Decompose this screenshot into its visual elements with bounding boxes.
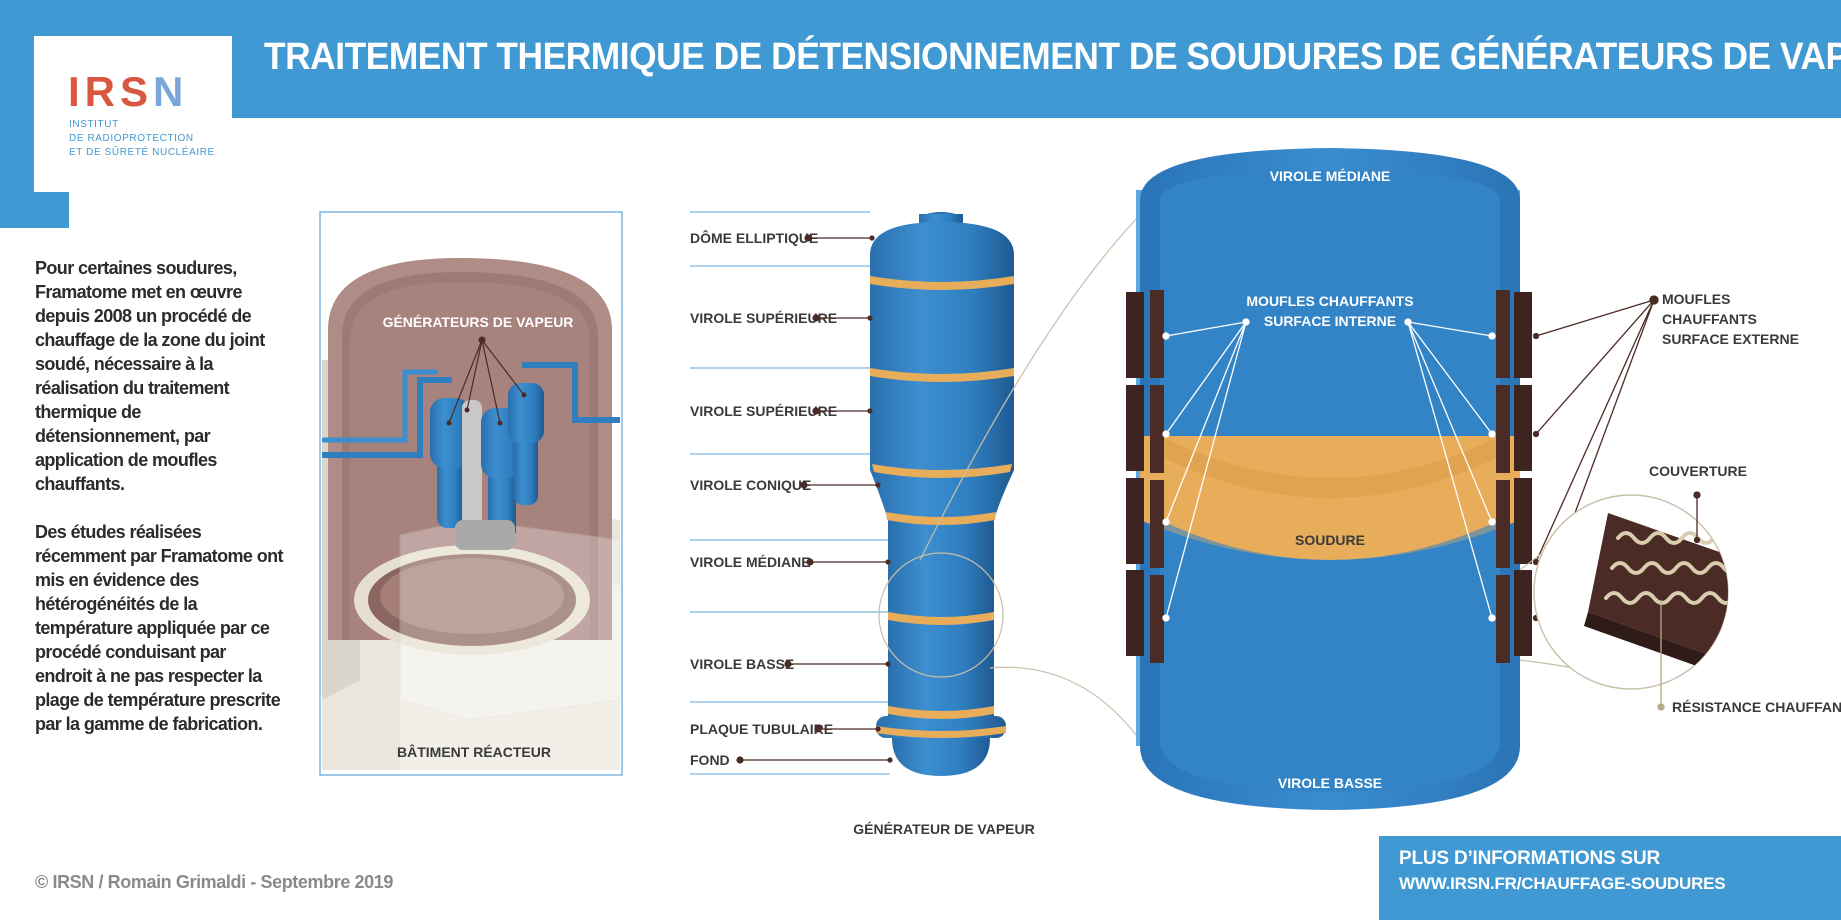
- label-plaque-tubulaire: PLAQUE TUBULAIRE: [690, 721, 833, 737]
- label-moufles-interne-2: SURFACE INTERNE: [1264, 313, 1396, 329]
- label-couverture: COUVERTURE: [1649, 463, 1747, 479]
- label-virole-superieure-1: VIROLE SUPÉRIEURE: [690, 310, 837, 326]
- reactor-generators: [430, 383, 544, 550]
- label-generateurs: GÉNÉRATEURS DE VAPEUR: [383, 314, 574, 330]
- irsn-logo[interactable]: IRSN INSTITUT DE RADIOPROTECTION ET DE S…: [34, 36, 232, 192]
- logo-line-3: ET DE SÛRETÉ NUCLÉAIRE: [69, 147, 215, 158]
- logo-wordmark: IRSN: [68, 68, 188, 116]
- label-virole-mediane: VIROLE MÉDIANE: [690, 554, 811, 570]
- more-info-title: PLUS D’INFORMATIONS SUR: [1399, 848, 1661, 869]
- more-info-box[interactable]: PLUS D’INFORMATIONS SUR WWW.IRSN.FR/CHAU…: [1379, 836, 1841, 920]
- reactor-building-panel: GÉNÉRATEURS DE VAPEUR BÂTIMENT RÉACTEUR: [319, 211, 623, 776]
- credit-text: © IRSN / Romain Grimaldi - Septembre 201…: [35, 872, 393, 892]
- logo-line-1: INSTITUT: [69, 119, 119, 130]
- label-detail-virole-basse: VIROLE BASSE: [1278, 775, 1382, 791]
- label-detail-virole-mediane: VIROLE MÉDIANE: [1270, 168, 1391, 184]
- label-generateur-caption: GÉNÉRATEUR DE VAPEUR: [853, 821, 1035, 837]
- generator-part-labels: DÔME ELLIPTIQUE VIROLE SUPÉRIEURE VIROLE…: [690, 229, 837, 768]
- intro-text: Pour certaines soudures, Framatome met e…: [35, 256, 285, 760]
- label-fond: FOND: [690, 752, 730, 768]
- header-bar: [232, 0, 1841, 118]
- logo-line-2: DE RADIOPROTECTION: [69, 133, 194, 144]
- label-moufles-externe-2: CHAUFFANTS: [1662, 311, 1757, 327]
- label-moufles-externe-3: SURFACE EXTERNE: [1662, 331, 1799, 347]
- logo-wordmark-main: IRS: [68, 68, 154, 115]
- label-soudure: SOUDURE: [1295, 532, 1365, 548]
- label-resistance-chauffante: RÉSISTANCE CHAUFFANTE: [1672, 699, 1841, 715]
- label-moufles-externe-1: MOUFLES: [1662, 291, 1730, 307]
- label-virole-superieure-2: VIROLE SUPÉRIEURE: [690, 403, 837, 419]
- page-title: TRAITEMENT THERMIQUE DE DÉTENSIONNEMENT …: [264, 36, 1841, 78]
- label-dome-elliptique: DÔME ELLIPTIQUE: [690, 229, 818, 246]
- heater-zoom: COUVERTURE RÉSISTANCE CHAUFFANTE: [1533, 463, 1841, 715]
- logo-frame-top: [0, 0, 232, 36]
- intro-paragraph-1: Pour certaines soudures, Framatome met e…: [35, 258, 265, 494]
- steam-generator: DÔME ELLIPTIQUE VIROLE SUPÉRIEURE VIROLE…: [690, 211, 1141, 837]
- weld-detail-view: VIROLE MÉDIANE VIROLE BASSE MOUFLES CHAU…: [1126, 148, 1799, 810]
- label-moufles-interne-1: MOUFLES CHAUFFANTS: [1246, 293, 1413, 309]
- label-batiment-reacteur: BÂTIMENT RÉACTEUR: [397, 743, 551, 760]
- label-virole-conique: VIROLE CONIQUE: [690, 477, 811, 493]
- more-info-link[interactable]: WWW.IRSN.FR/CHAUFFAGE-SOUDURES: [1399, 874, 1726, 893]
- logo-subtitle: INSTITUT DE RADIOPROTECTION ET DE SÛRETÉ…: [69, 118, 215, 160]
- label-virole-basse: VIROLE BASSE: [690, 656, 794, 672]
- logo-wordmark-last: N: [153, 68, 189, 115]
- intro-paragraph-2: Des études réalisées récemment par Frama…: [35, 522, 283, 734]
- logo-frame-bottom: [0, 192, 69, 228]
- logo-frame-left: [0, 0, 34, 228]
